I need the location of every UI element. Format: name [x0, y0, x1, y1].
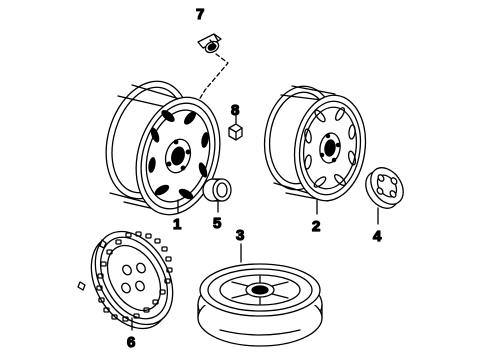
compact-spare-wheel-part-3: [197, 263, 323, 347]
valve-stem-leader: [195, 53, 229, 106]
spare-wheel-spokes: [231, 275, 289, 305]
callout-3: 3: [236, 227, 244, 244]
callout-6: 6: [127, 334, 135, 351]
callout-1: 1: [173, 216, 181, 233]
center-cap-part-5: [202, 178, 232, 202]
callout-8: 8: [231, 102, 239, 119]
callout-7: 7: [196, 6, 204, 23]
callout-4: 4: [373, 228, 382, 245]
wheel-cover-slots: [96, 231, 173, 322]
lug-nut-part-8: [228, 123, 243, 141]
steel-wheel-part-1: [105, 80, 221, 216]
wheel-cover-part-6: [77, 230, 174, 330]
steel-wheel-part-2: [263, 85, 367, 202]
center-cap-part-4: [365, 167, 404, 209]
callout-2: 2: [312, 218, 320, 235]
wheel-2-slots: [304, 107, 357, 188]
wheel-1-slots: [148, 110, 209, 200]
callout-5: 5: [213, 215, 221, 232]
valve-stem-part-7: [197, 33, 222, 54]
